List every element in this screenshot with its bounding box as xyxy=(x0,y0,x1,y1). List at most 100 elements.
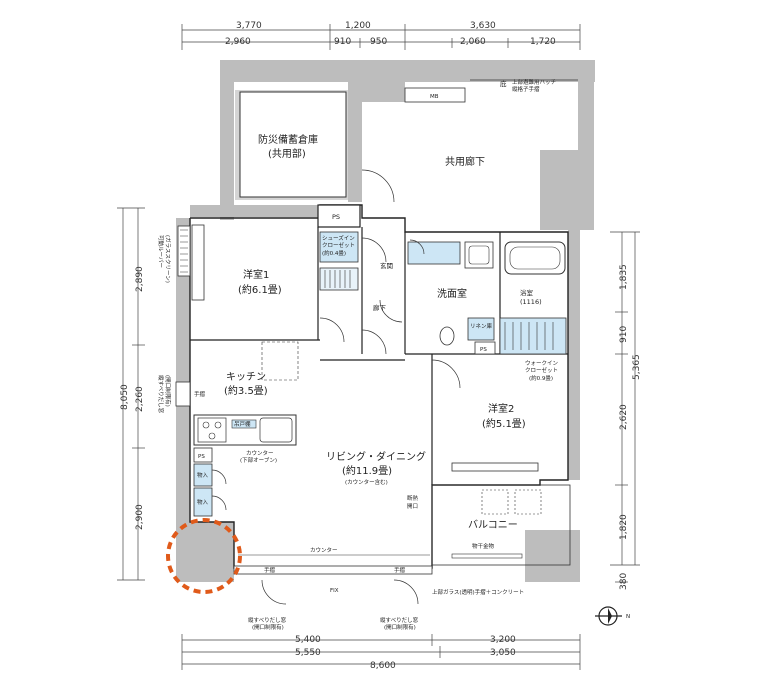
burner-1 xyxy=(202,421,210,429)
burner-3 xyxy=(208,432,216,440)
living-label: リビング・ダイニング xyxy=(326,450,426,463)
wic-hangers xyxy=(504,322,554,350)
wic-label-3: (約0.9畳) xyxy=(529,374,553,382)
ps-top-label: PS xyxy=(332,213,340,221)
bottom-dim-2: 3,200 xyxy=(490,635,516,645)
mb-box xyxy=(404,87,466,103)
mono2-label: 物入 xyxy=(197,498,209,506)
linen-label: リネン庫 xyxy=(470,322,493,330)
right-dimensions xyxy=(610,231,640,583)
yard-note-2: 縦格子手摺 xyxy=(512,85,540,93)
shoes-closet xyxy=(319,231,359,263)
ps-low-label: PS xyxy=(198,454,205,460)
side-note-mid-1: 縦すべりだし窓 xyxy=(157,375,165,414)
storage-room-label: 防災備蓄倉庫 xyxy=(258,133,318,146)
kitchen-sub: (約3.5畳) xyxy=(224,384,268,397)
wic-label-2: クローゼット xyxy=(525,366,558,374)
western1-sub: (約6.1畳) xyxy=(238,283,282,296)
right-dim-total: 5,365 xyxy=(632,354,642,380)
balcony-note: 上部ガラス(透明)手摺＋コンクリート xyxy=(432,588,524,596)
yard-note-1: 上部避難用ハッチ xyxy=(512,78,556,86)
tesuri-side: 手摺 xyxy=(194,390,206,398)
right-dim-3: 2,620 xyxy=(619,404,629,430)
western1-label: 洋室1 xyxy=(243,268,269,281)
mono1-label: 物入 xyxy=(197,471,209,479)
shoe-shelf xyxy=(319,267,359,291)
bottom-dimensions xyxy=(181,634,581,670)
mb-label: MB xyxy=(430,94,439,100)
hanging-shelf xyxy=(231,419,257,429)
side-note-right-2: 開口 xyxy=(407,503,418,510)
bottom-window-band xyxy=(233,565,433,575)
compass-icon xyxy=(595,606,622,626)
compass-label: N xyxy=(626,614,630,620)
top-dim-5: 910 xyxy=(334,37,351,47)
kitchen-zone xyxy=(261,341,299,381)
toilet-icon xyxy=(439,326,455,346)
bottom-dim-1: 5,400 xyxy=(295,635,321,645)
shoe-shelf-lines xyxy=(324,270,351,288)
linen-closet xyxy=(467,317,495,341)
door-swings xyxy=(211,169,461,605)
bottom-dim-total: 8,600 xyxy=(370,661,396,671)
ps-low-box xyxy=(193,447,213,463)
balcony-frame xyxy=(431,484,571,566)
wic-label-1: ウォークイン xyxy=(525,359,559,367)
tesuri-left-label: 手摺 xyxy=(264,566,276,574)
western2-label: 洋室2 xyxy=(488,402,514,415)
top-dim-3: 3,630 xyxy=(470,21,496,31)
monohoshi-label: 物干金物 xyxy=(472,542,495,550)
storage-room xyxy=(239,91,347,198)
top-dim-2: 1,200 xyxy=(345,21,371,31)
right-dim-4: 1,820 xyxy=(619,514,629,540)
wic xyxy=(499,317,567,355)
left-dim-1: 2,890 xyxy=(135,266,145,292)
fix-label: FIX xyxy=(330,588,339,594)
sink xyxy=(259,417,293,443)
balcony-label: バルコニー xyxy=(468,519,518,531)
storage-shelf-label: 吊戸棚 xyxy=(234,420,251,428)
storage-room-sub: (共用部) xyxy=(268,147,306,160)
top-dimensions xyxy=(181,24,581,50)
top-dim-6: 950 xyxy=(370,37,387,47)
living-sub: (約11.9畳) xyxy=(342,464,392,477)
right-dim-bottom: 380 xyxy=(619,573,629,590)
window-right-1: 縦すべりだし窓 xyxy=(380,616,419,624)
top-dim-1: 3,770 xyxy=(236,21,262,31)
shoes-closet-label-3: (約0.4畳) xyxy=(322,249,346,257)
top-dim-4: 2,960 xyxy=(225,37,251,47)
balcony-rail xyxy=(451,553,523,559)
burner-2 xyxy=(214,421,222,429)
window-left-2: (開口制限有) xyxy=(252,623,284,631)
left-dimensions xyxy=(117,207,145,581)
side-note-mid-2: (開口制限有) xyxy=(164,375,172,407)
side-note-top-2: (ガラススクリーン) xyxy=(164,235,172,283)
ps-mid-box xyxy=(474,341,496,355)
left-dim-2: 2,260 xyxy=(135,386,145,412)
left-dim-3: 2,900 xyxy=(135,504,145,530)
side-note-right-1: 断熱 xyxy=(407,494,419,502)
bath-sub: (1116) xyxy=(520,298,542,306)
shoes-closet-label-2: クローゼット xyxy=(322,241,355,249)
western1-closet xyxy=(191,224,205,301)
outdoor-unit-2 xyxy=(514,489,542,515)
western2-sub: (約5.1畳) xyxy=(482,417,526,430)
bath-label: 浴室 xyxy=(520,288,534,297)
counter-bottom-label: カウンター xyxy=(310,546,338,554)
top-dim-8: 1,720 xyxy=(530,37,556,47)
window-right-2: (開口制限有) xyxy=(384,623,416,631)
left-dim-total: 8,050 xyxy=(120,384,130,410)
living-note: (カウンター含む) xyxy=(345,478,388,486)
bottom-dim-3: 5,550 xyxy=(295,648,321,658)
washer xyxy=(464,241,494,269)
shared-corridor-label: 共用廊下 xyxy=(445,155,485,168)
mono2-box xyxy=(193,487,213,517)
bathtub xyxy=(504,241,566,275)
right-dim-2: 910 xyxy=(619,326,629,343)
washbasin xyxy=(407,241,461,265)
tesuri-right-label: 手摺 xyxy=(394,566,406,574)
genkan-label: 玄関 xyxy=(380,261,393,270)
balcony-window xyxy=(451,462,539,472)
window-left-1: 縦すべりだし窓 xyxy=(248,616,287,624)
